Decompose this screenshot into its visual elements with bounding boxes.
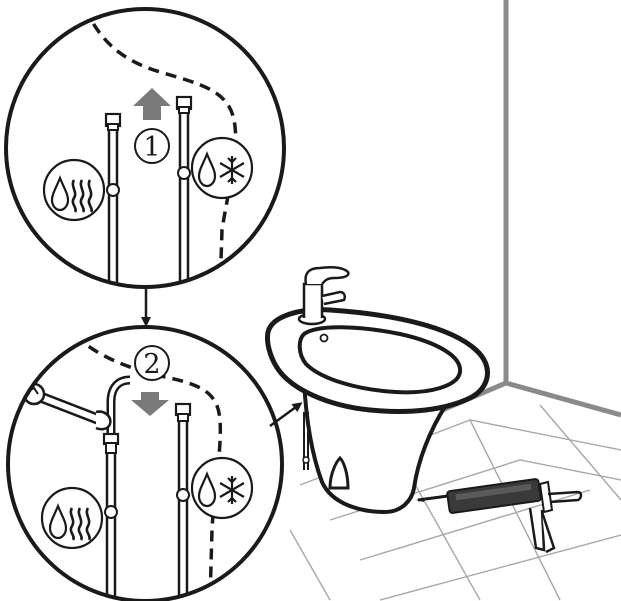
cold-water-icon: [192, 138, 252, 198]
step-1-number: 1: [143, 132, 160, 163]
step-2-panel: 2: [8, 327, 282, 601]
arrow-down-icon: [131, 392, 169, 416]
bidet-fixture: [267, 267, 487, 512]
arrow-up-icon: [133, 88, 171, 120]
hot-water-pipe: [106, 114, 120, 288]
step-2-number: 2: [143, 349, 160, 380]
wall-corner-line: [506, 0, 621, 415]
wrench-icon: [24, 384, 110, 429]
hot-water-pipe: [104, 434, 118, 601]
caulking-gun-icon: [416, 479, 581, 552]
cold-water-icon: [192, 458, 252, 518]
cold-water-pipe: [177, 97, 191, 288]
cold-water-pipe: [176, 404, 190, 601]
step-1-panel: 1: [6, 8, 284, 290]
hot-water-icon: [44, 160, 104, 220]
hot-water-icon: [42, 488, 102, 548]
